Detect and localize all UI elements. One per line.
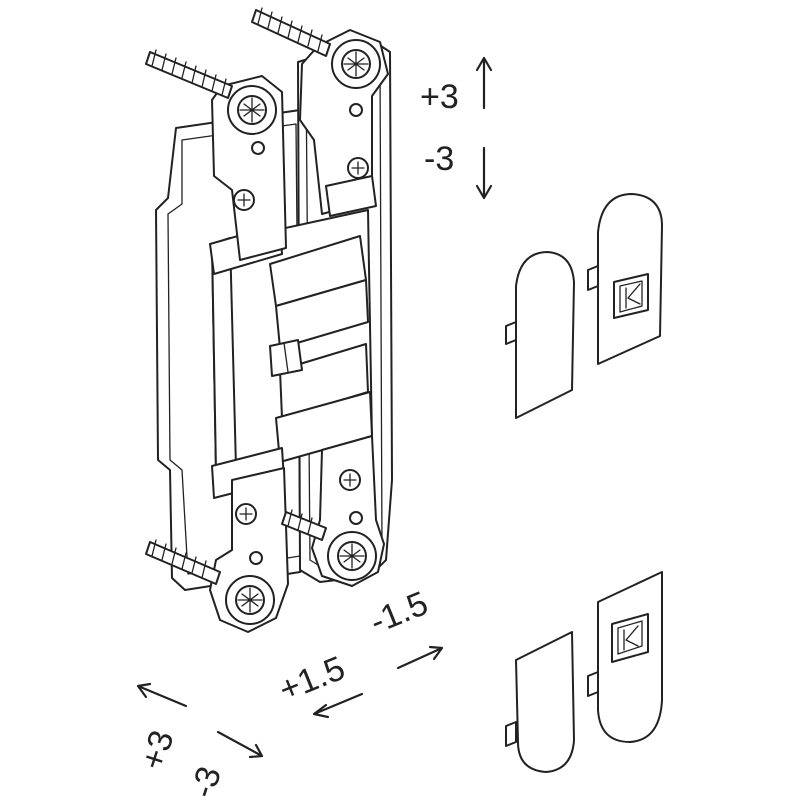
logo-k-icon (613, 273, 649, 319)
depth-adjustment: +3 -3 (133, 682, 264, 800)
screw-icon (237, 587, 263, 613)
cover-cap-bottom-left (505, 631, 575, 773)
cover-cap-top-left (505, 251, 575, 419)
arrow-diagonal-icon (312, 692, 364, 719)
screw-icon (145, 539, 221, 585)
screw-icon (145, 49, 233, 99)
vertical-adjustment: +3 -3 (420, 56, 493, 200)
label-lateral-minus: -1.5 (365, 584, 434, 641)
wood-screws (145, 7, 331, 585)
lateral-adjustment: +1.5 -1.5 (274, 584, 444, 719)
hinge-upper-link-2 (275, 279, 369, 349)
screw-icon (239, 97, 265, 123)
arrow-down-icon (475, 146, 493, 200)
logo-k-icon (611, 613, 649, 663)
label-lateral-plus: +1.5 (274, 649, 350, 709)
cover-cap-bottom-right (587, 571, 663, 743)
screw-icon (343, 51, 369, 77)
screw-icon (281, 509, 327, 541)
arrow-up-icon (475, 56, 493, 110)
label-vertical-down: -3 (424, 140, 454, 178)
arrow-diagonal-icon (396, 645, 444, 670)
hinge-assembly (155, 29, 393, 633)
label-depth-minus: -3 (183, 762, 228, 800)
cover-cap-top-right (587, 193, 663, 365)
arrow-diagonal-icon (136, 682, 188, 708)
arrow-diagonal-icon (216, 730, 264, 759)
screw-icon (251, 7, 331, 57)
label-vertical-up: +3 (420, 78, 459, 116)
label-depth-plus: +3 (133, 726, 181, 775)
screw-icon (339, 543, 365, 569)
